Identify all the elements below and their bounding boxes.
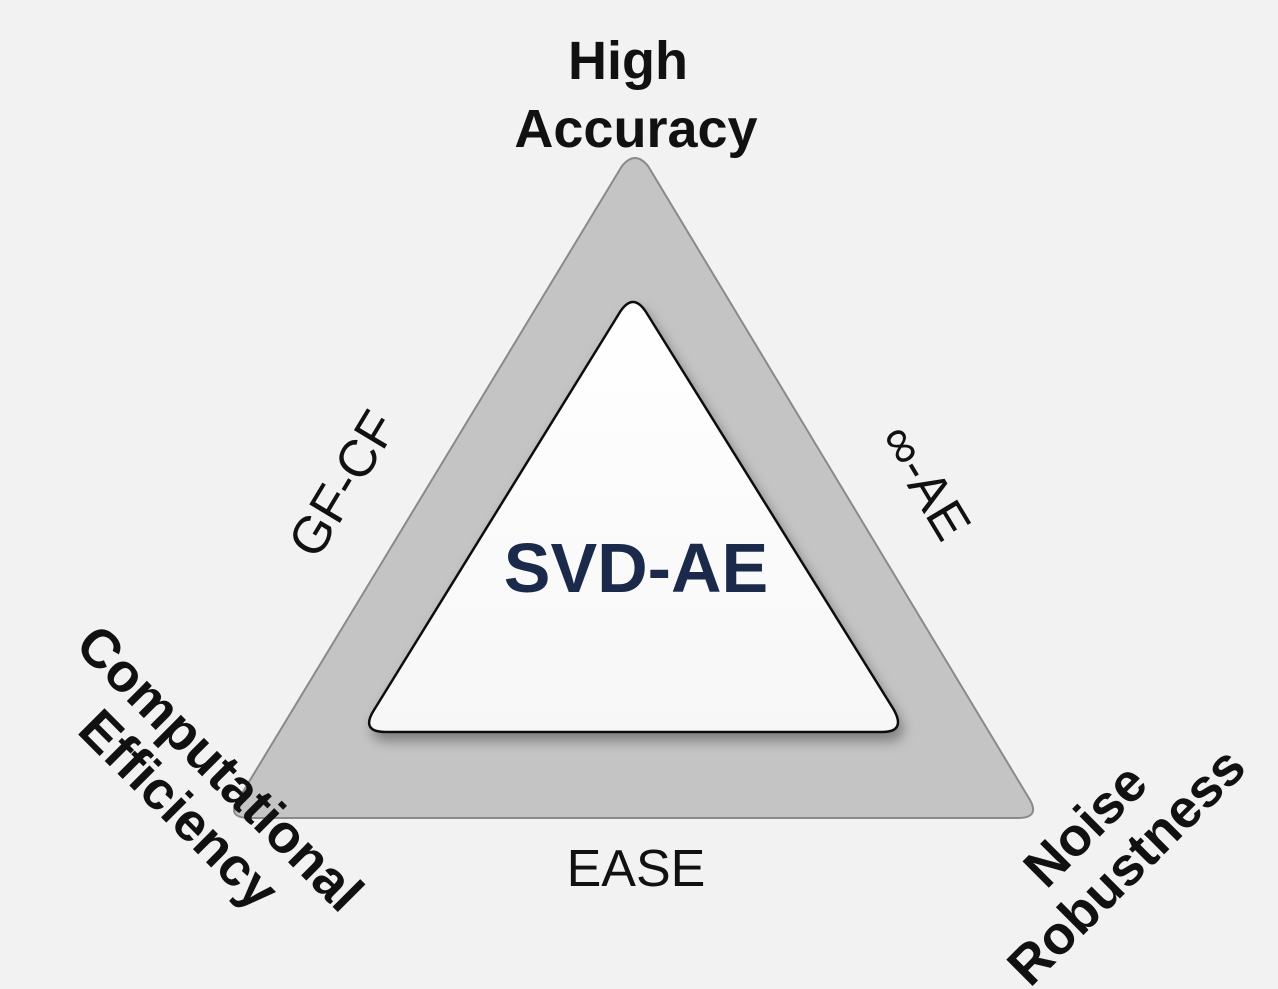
inner-triangle (367, 300, 900, 734)
edge-label-right: ∞-AE (868, 414, 981, 550)
corner-label-top-line2: Accuracy (514, 99, 757, 159)
center-label: SVD-AE (504, 529, 768, 607)
corner-label-top-line1: High (568, 31, 688, 91)
edge-label-bottom: EASE (567, 840, 706, 898)
edge-label-left: GF-CF (277, 401, 409, 567)
